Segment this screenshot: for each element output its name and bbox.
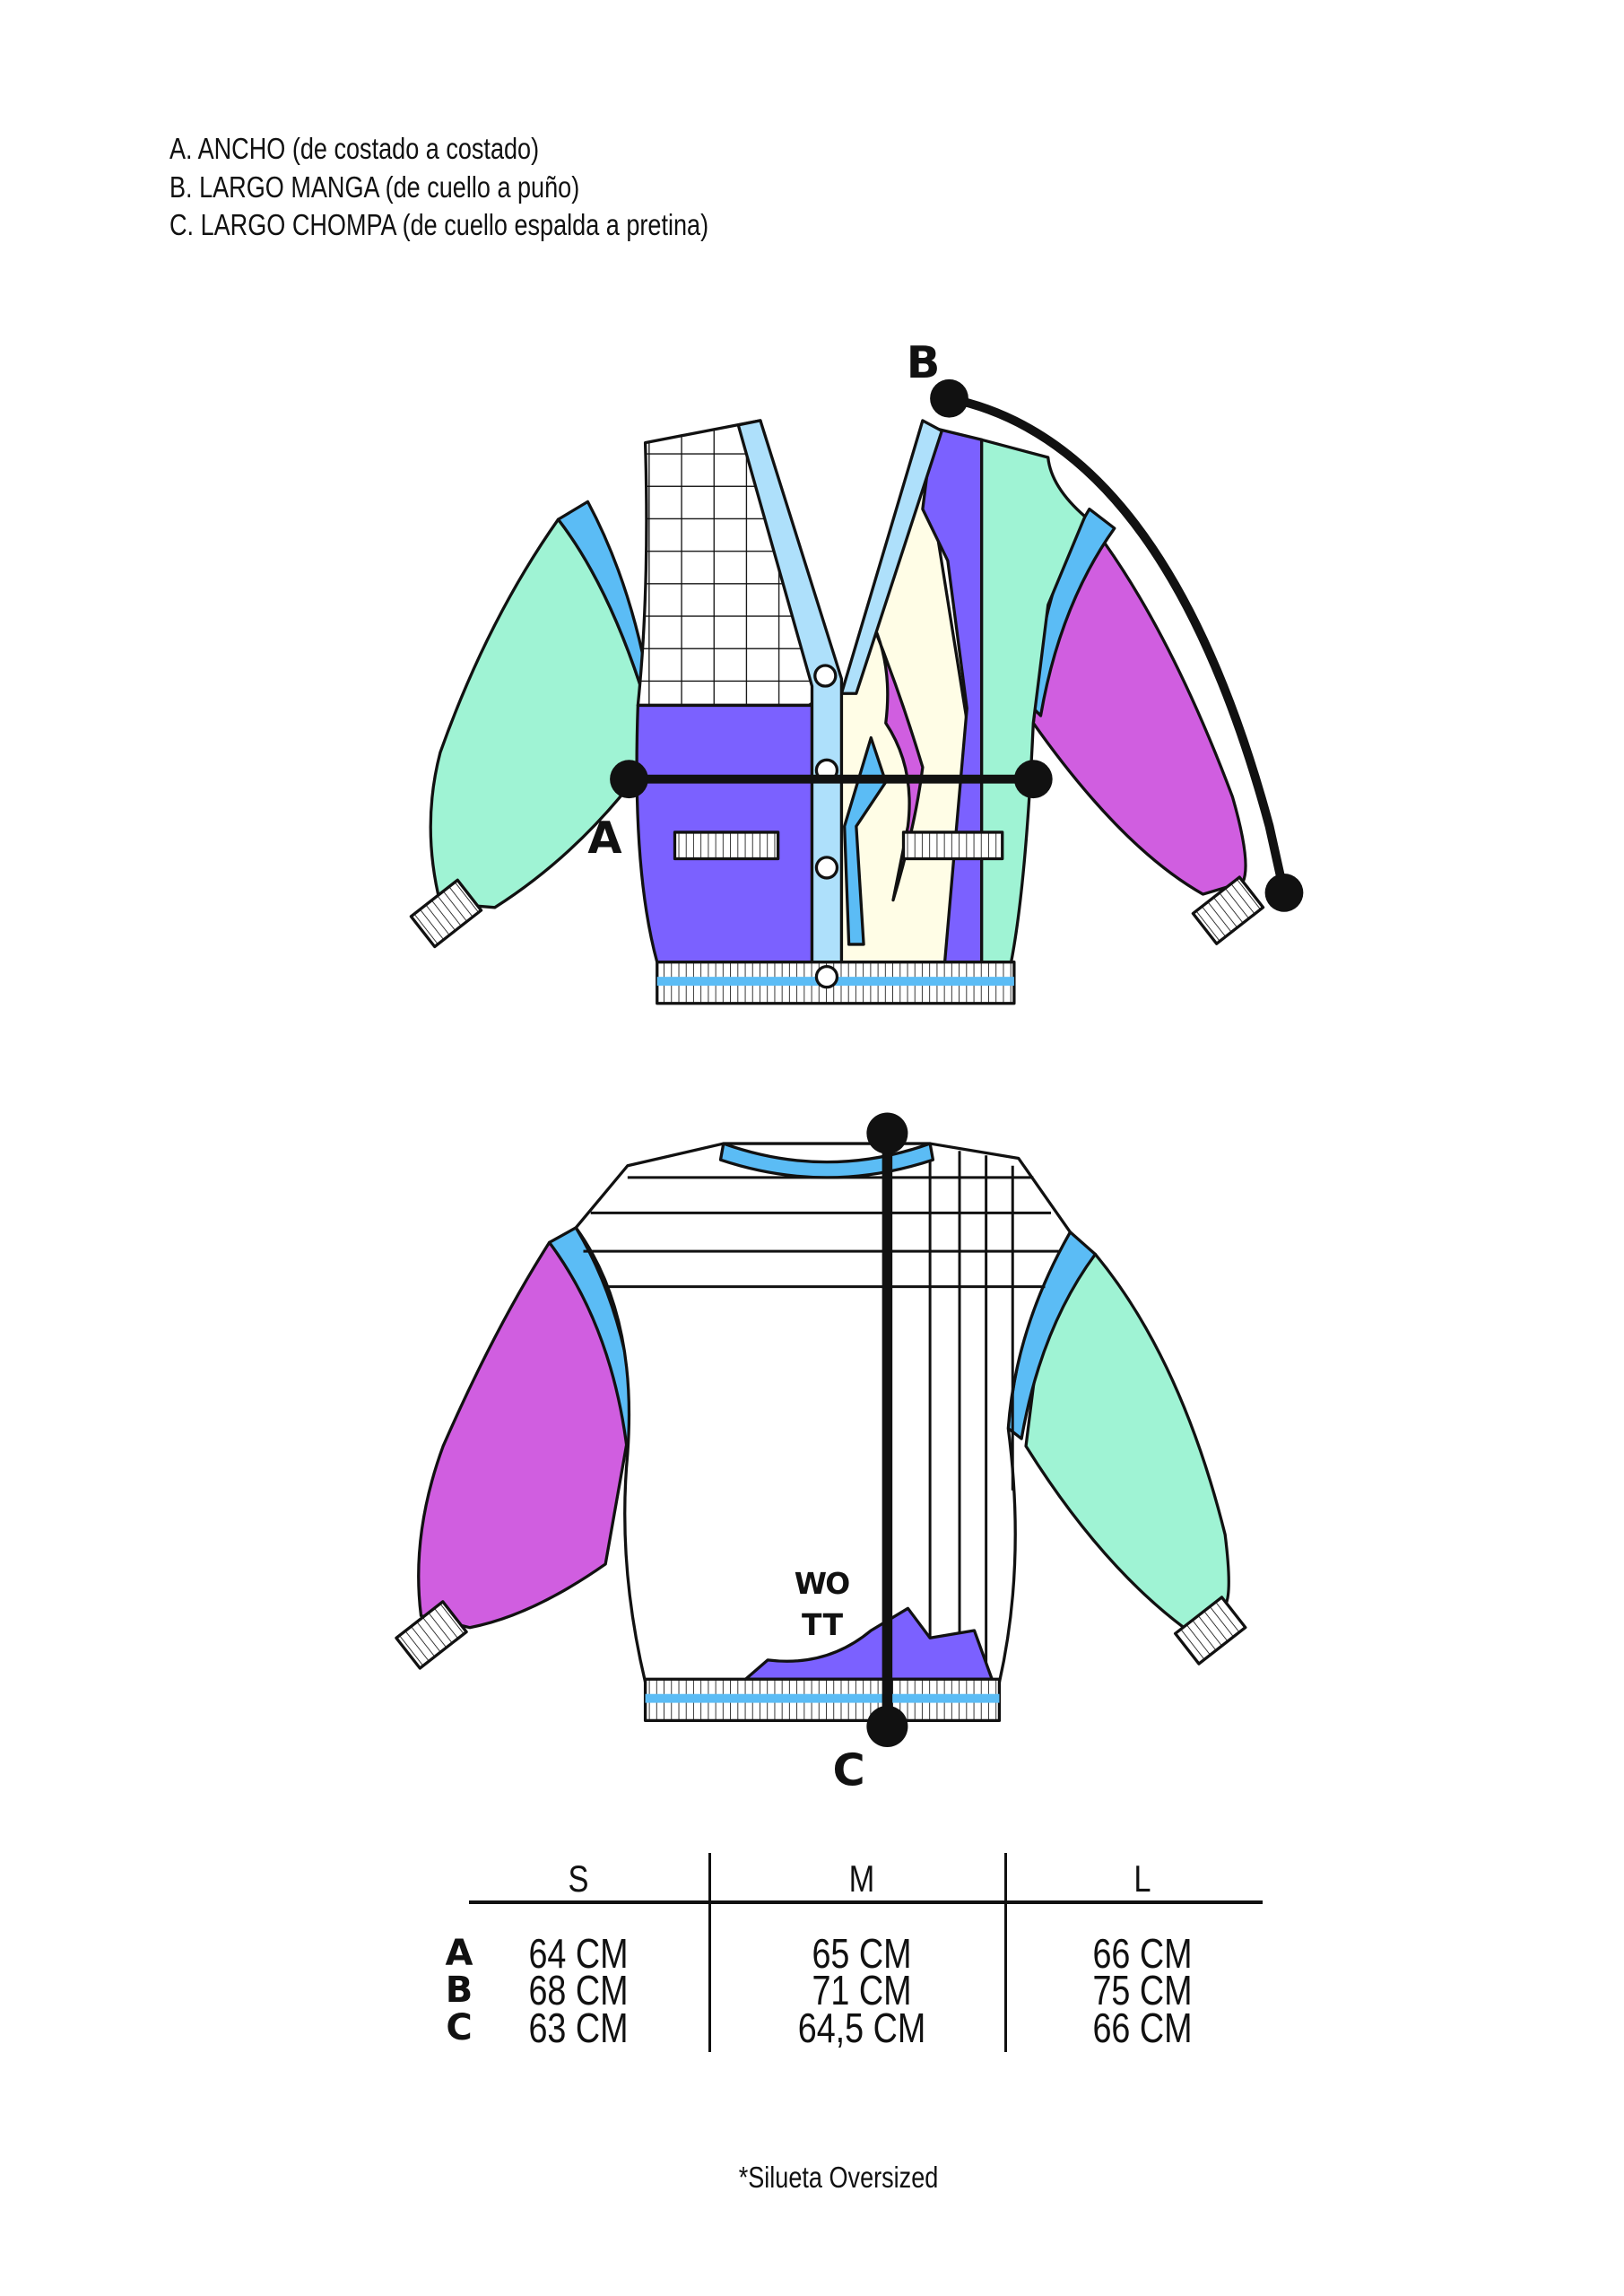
column-header-l: L (1133, 1857, 1151, 1900)
legend-c: C. LARGO CHOMPA (de cuello espalda a pre… (169, 208, 709, 241)
row-label-b: B (445, 1970, 473, 2011)
column-header-s: S (568, 1857, 589, 1900)
legend-b: B. LARGO MANGA (de cuello a puño) (169, 170, 580, 204)
cell-a-m: 65 CM (812, 1930, 912, 1977)
cell-b-s: 68 CM (528, 1967, 629, 2013)
cell-c-l: 66 CM (1092, 2005, 1193, 2051)
measurement-c-line: C (833, 1112, 908, 1796)
measurement-b-curve: B (907, 336, 1304, 912)
marker-b-label: B (907, 336, 941, 388)
back-right-sleeve (1024, 1252, 1230, 1630)
wott-logo: WO TT (795, 1566, 851, 1642)
back-purple-mountain (743, 1606, 994, 1681)
front-right-cuff (1191, 875, 1265, 945)
front-left-cuff (409, 878, 483, 949)
marker-a-label: A (587, 812, 621, 864)
front-flame-magenta (869, 618, 925, 902)
back-body (574, 1142, 1073, 1684)
measurement-a-line: A (587, 760, 1053, 864)
back-sweater-drawing (395, 1142, 1247, 1722)
cell-c-m: 64,5 CM (797, 2005, 926, 2051)
front-right-pocket (901, 831, 1004, 861)
back-right-cuff (1173, 1596, 1247, 1665)
marker-c-label: C (833, 1744, 865, 1796)
legend-a: A. ANCHO (de costado a costado) (169, 132, 540, 165)
row-label-c: C (446, 2007, 473, 2048)
svg-text:WO: WO (795, 1566, 851, 1601)
svg-text:TT: TT (802, 1607, 844, 1642)
back-left-cuff (395, 1600, 468, 1670)
front-left-pocket (673, 831, 780, 861)
cell-a-l: 66 CM (1092, 1930, 1193, 1977)
cell-b-m: 71 CM (812, 1967, 912, 2013)
cell-c-s: 63 CM (528, 2005, 629, 2051)
front-cardigan-drawing (409, 419, 1265, 1005)
column-divider (1004, 1853, 1007, 2052)
cell-b-l: 75 CM (1092, 1967, 1193, 2013)
footnote: *Silueta Oversized (738, 2161, 939, 2194)
measurement-legend: A. ANCHO (de costado a costado) B. LARGO… (169, 130, 827, 245)
cell-a-s: 64 CM (528, 1930, 629, 1977)
column-header-m: M (848, 1857, 875, 1900)
row-label-a: A (445, 1933, 473, 1974)
column-divider (708, 1853, 711, 2052)
header-divider (469, 1900, 1263, 1904)
front-right-sleeve (1031, 515, 1247, 896)
back-collar (718, 1142, 935, 1179)
